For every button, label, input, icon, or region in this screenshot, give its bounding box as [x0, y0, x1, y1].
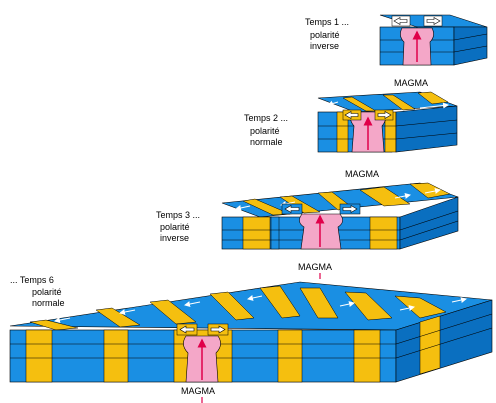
stage-3-magma-conduit — [299, 213, 343, 250]
stage-6-magma-label: MAGMA — [181, 386, 215, 396]
stage-3-time-label: Temps 3 ... — [156, 210, 200, 220]
stage-6-time-label: ... Temps 6 — [10, 275, 54, 285]
spreading-arrow-right-icon — [207, 323, 229, 336]
stage-2-polarity-line-1: polarité — [250, 126, 280, 136]
stage-3-side-face — [399, 196, 459, 250]
stage-2-normal-stripe — [382, 94, 416, 111]
plate-motion-arrow-icon — [119, 309, 136, 315]
spreading-arrow-left-icon — [391, 15, 411, 27]
stage-3-magma-label: MAGMA — [298, 262, 332, 272]
stage-1-polarity-line-1: polarité — [310, 30, 340, 40]
spreading-arrow-left-icon — [176, 323, 198, 336]
plate-motion-arrow-icon — [394, 193, 411, 199]
plate-motion-arrow-icon — [424, 188, 441, 194]
plate-motion-arrow-icon — [399, 305, 415, 311]
plate-motion-arrow-icon — [419, 102, 449, 109]
stage-2-normal-stripe — [417, 91, 449, 105]
stage-1-time-label: Temps 1 ... — [305, 17, 349, 27]
plate-motion-arrow-icon — [451, 297, 467, 303]
stage-2-side-face — [395, 105, 458, 153]
stage-3-normal-stripe — [409, 182, 451, 199]
stage-2-polarity-line-2: normale — [250, 137, 283, 147]
stage-6-polarity-line-1: polarité — [32, 287, 62, 297]
spreading-arrow-left-icon — [281, 203, 303, 215]
plate-motion-arrow-icon — [235, 205, 251, 211]
stage-3-polarity-line-1: polarité — [160, 222, 190, 232]
spreading-arrow-right-icon — [339, 203, 361, 215]
plate-motion-arrow-icon — [54, 317, 71, 323]
plate-motion-arrow-icon — [184, 301, 201, 307]
stage-2-block — [317, 91, 458, 153]
spreading-arrow-left-icon — [342, 109, 362, 121]
spreading-arrow-right-icon — [423, 15, 443, 27]
stage-3-normal-stripe — [359, 186, 411, 207]
plate-motion-arrow-icon — [247, 295, 263, 301]
stage-6-polarity-line-2: normale — [32, 298, 65, 308]
stage-1-polarity-line-2: inverse — [310, 41, 339, 51]
stage-6-block — [9, 281, 493, 383]
stage-1-side-face — [453, 26, 488, 66]
stage-3-polarity-line-2: inverse — [160, 233, 189, 243]
stage-1-block — [379, 14, 488, 66]
stage-2-time-label: Temps 2 ... — [244, 113, 288, 123]
spreading-arrow-right-icon — [374, 109, 394, 121]
stage-3-block — [221, 182, 459, 250]
plate-motion-arrow-icon — [339, 301, 355, 307]
stage-2-magma-label: MAGMA — [345, 169, 379, 179]
stage-1-magma-label: MAGMA — [394, 78, 428, 88]
plate-motion-arrow-icon — [327, 100, 339, 107]
